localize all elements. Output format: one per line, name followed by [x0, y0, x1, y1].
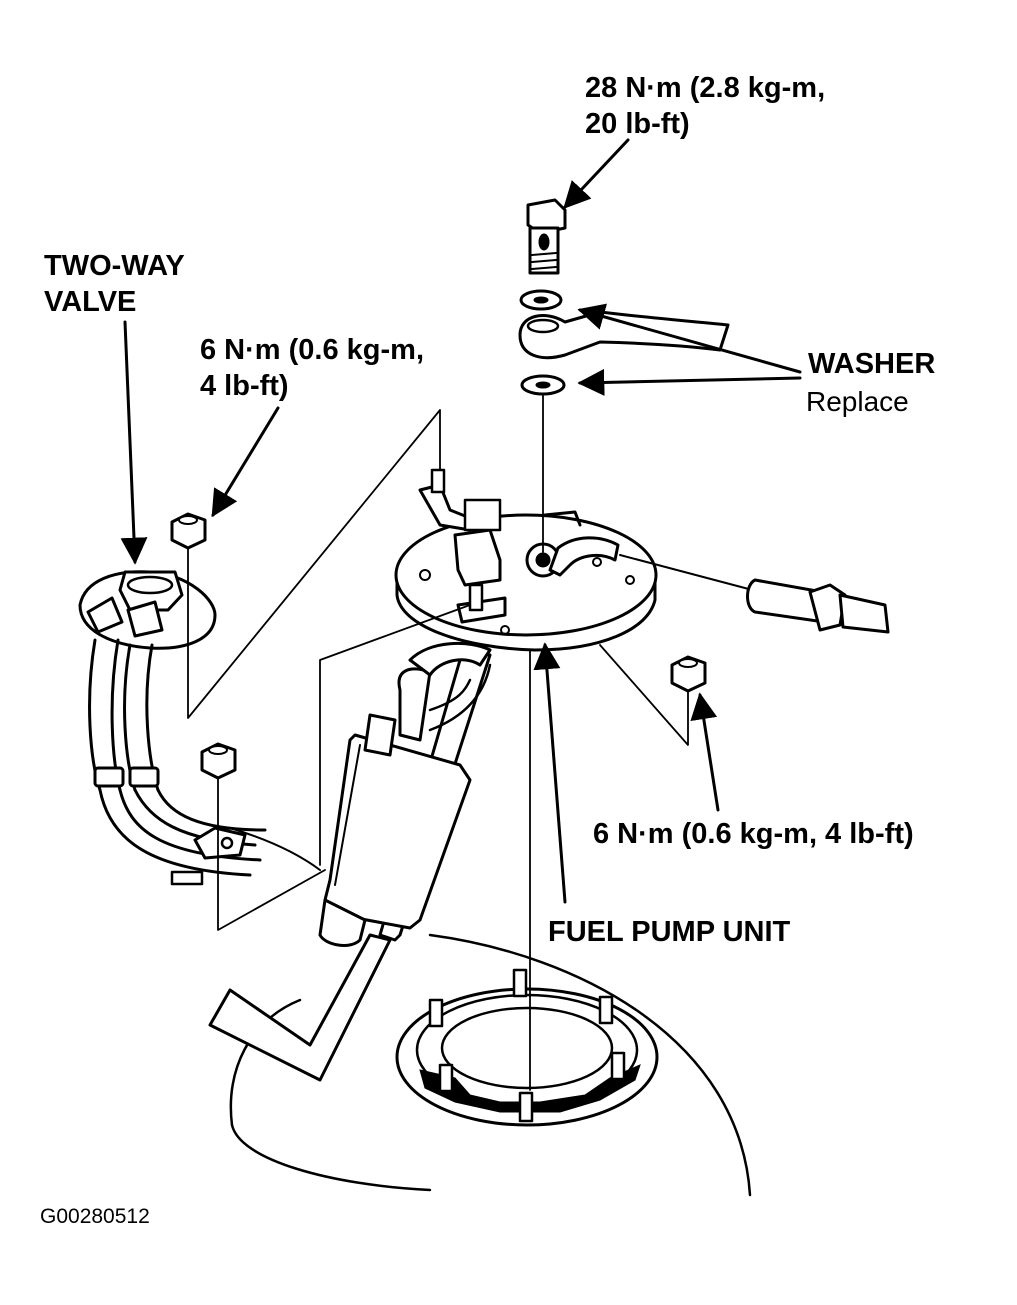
fuel-pump-unit-label: FUEL PUMP UNIT: [548, 916, 791, 948]
banjo-fitting: [518, 310, 730, 360]
torque-label-right-nut: 6 N·m (0.6 kg-m, 4 lb-ft): [593, 818, 914, 850]
pump-top-plate: [394, 468, 658, 652]
banjo-bolt: [526, 198, 567, 275]
nut-left-upper: [170, 512, 207, 550]
nut-left-lower: [200, 742, 237, 780]
fuel-tank-outline: [229, 827, 752, 1197]
washer-label: WASHER: [808, 348, 936, 380]
nut-right: [670, 655, 707, 693]
two-way-valve-assembly: [78, 570, 267, 886]
torque-label-banjo-bolt-line1: 28 N·m (2.8 kg-m,: [585, 72, 826, 104]
washer-replace-note: Replace: [806, 386, 909, 417]
electrical-connector: [619, 554, 890, 634]
washer-upper: [519, 289, 563, 311]
torque-label-left-nut-line2: 4 lb-ft): [200, 370, 289, 402]
torque-label-left-nut-line1: 6 N·m (0.6 kg-m,: [200, 334, 424, 366]
two-way-valve-label-line2: VALVE: [44, 286, 137, 318]
figure-code: G00280512: [40, 1205, 150, 1228]
tank-mounting-ring: [395, 987, 659, 1127]
two-way-valve-label-line1: TWO-WAY: [44, 250, 185, 282]
fuel-pump-body: [318, 641, 492, 947]
ring-studs: [428, 968, 626, 1123]
washer-lower: [520, 374, 566, 396]
torque-label-banjo-bolt-line2: 20 lb-ft): [585, 108, 690, 140]
alignment-lines: [187, 394, 689, 1091]
callout-arrows: [120, 138, 802, 904]
